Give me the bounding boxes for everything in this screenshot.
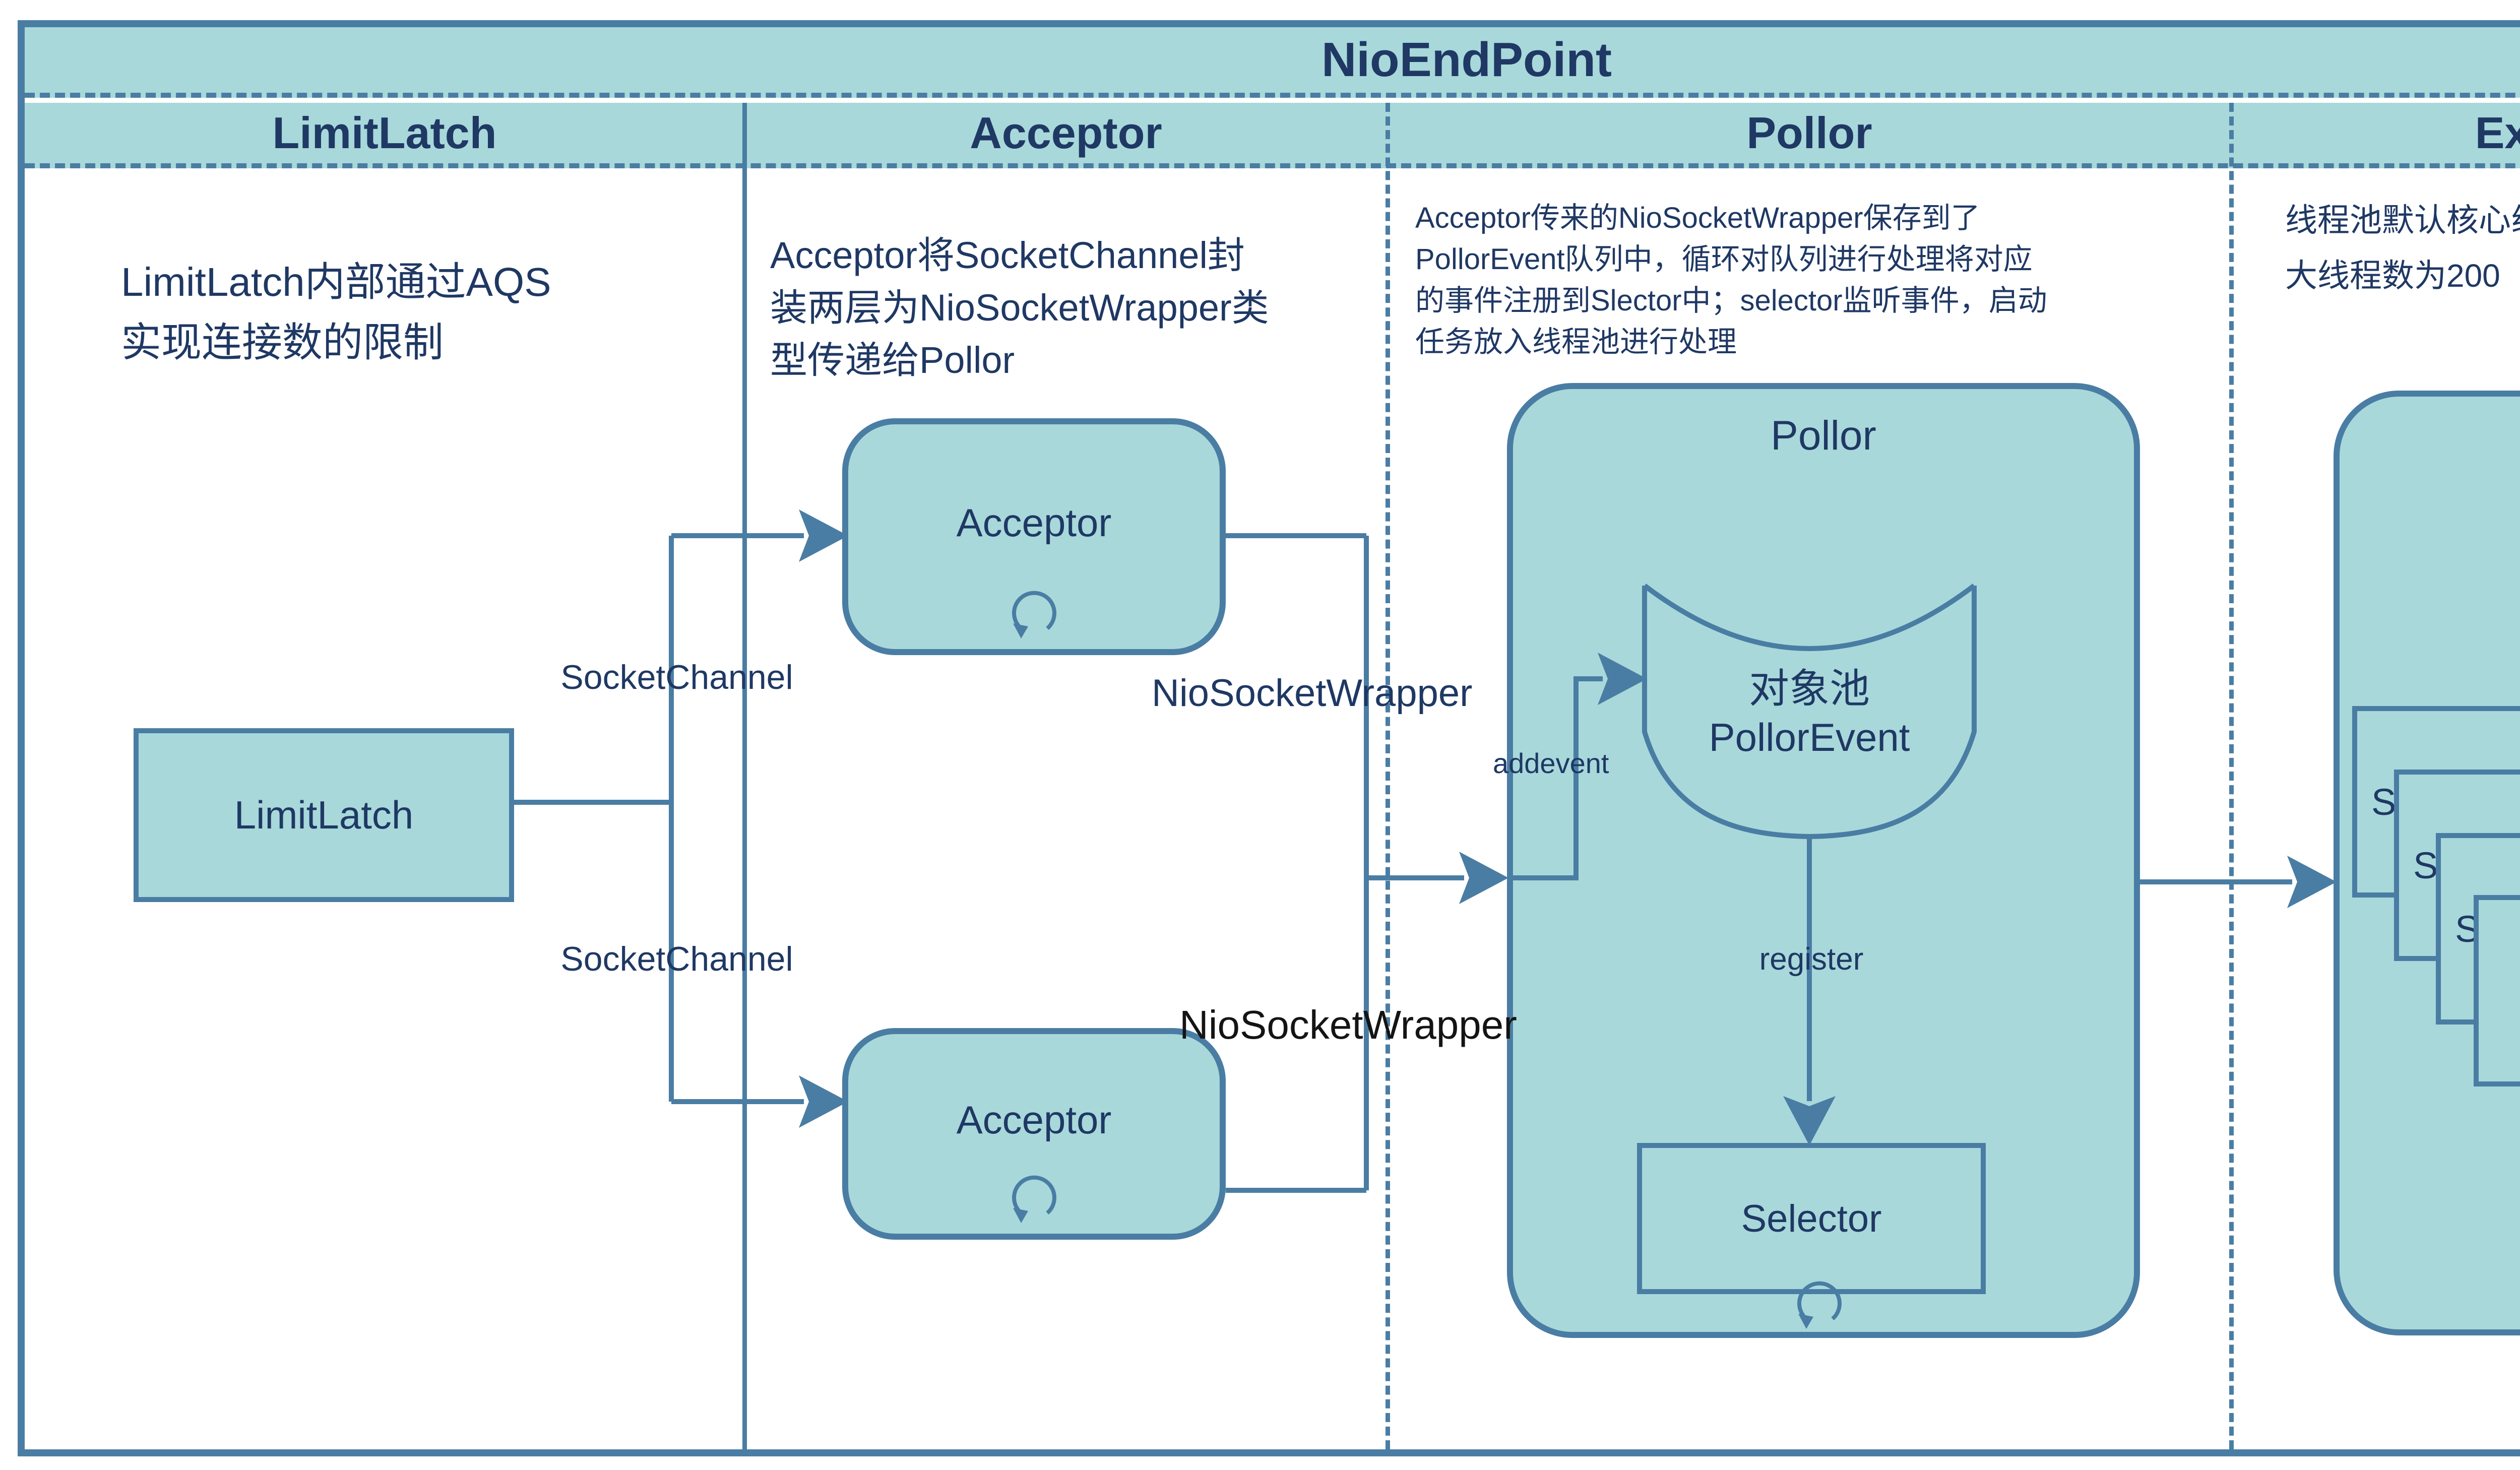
- node-selector-label: Selector: [1741, 1197, 1882, 1240]
- note-executor: 线程池默认核心线程数为10，最 大线程数为200: [2285, 202, 2520, 294]
- lane-header-pollor: Pollor: [1746, 108, 1872, 158]
- pollorevent-queue-shape: [1642, 586, 1977, 840]
- node-acceptor2-label: Acceptor: [956, 1097, 1112, 1142]
- node-acceptor1-label: Acceptor: [956, 500, 1112, 545]
- edge-label-socketchannel-top: SocketChannel: [560, 658, 793, 696]
- pollorevent-pool-type: PollorEvent: [1709, 715, 1910, 759]
- title-band: NioEndPoint: [25, 27, 2520, 98]
- edge-label-niosocketwrapper-bottom: NioSocketWrapper: [1179, 1002, 1517, 1047]
- edge-label-socketchannel-bottom: SocketChannel: [560, 940, 793, 978]
- edge-label-register: register: [1759, 942, 1864, 977]
- edge-label-niosocketwrapper-top: NioSocketWrapper: [1152, 672, 1473, 715]
- node-limitlatch-label: LimitLatch: [234, 793, 414, 837]
- diagram-frame: [18, 20, 2520, 1456]
- arrow-addevent: [1510, 653, 1647, 880]
- diagram-title: NioEndPoint: [1321, 33, 1612, 87]
- lane-separator-3: [2229, 103, 2234, 1449]
- loop-icon: [1012, 1175, 1056, 1223]
- note-acceptor: Acceptor将SocketChannel封 装两层为NioSocketWra…: [770, 234, 1269, 381]
- node-limitlatch: LimitLatch: [134, 728, 514, 902]
- loop-icon: [1012, 591, 1056, 638]
- executor-container-title: Executor: [2334, 420, 2520, 467]
- pollor-container-title: Pollor: [1771, 413, 1876, 459]
- node-socketprocess-4: SocketProcess: [2474, 895, 2520, 1086]
- node-selector: Selector: [1637, 1143, 1986, 1294]
- pollorevent-pool-name: 对象池: [1749, 666, 1870, 711]
- lane-header-limitlatch: LimitLatch: [272, 108, 497, 158]
- edge-label-addevent: addevent: [1493, 747, 1609, 779]
- pollorevent-queue-top-arc: [1643, 584, 1976, 651]
- lane-separator-2: [1385, 103, 1390, 1449]
- node-acceptor-1: Acceptor: [842, 418, 1226, 655]
- lane-header-executor: Executor: [2475, 108, 2520, 158]
- lane-header-band: LimitLatch Acceptor Pollor Executor: [25, 103, 2520, 168]
- lane-separator-1: [742, 103, 747, 1449]
- loop-icon: [1797, 1281, 1842, 1329]
- note-pollor: Acceptor传来的NioSocketWrapper保存到了 PollorEv…: [1415, 202, 2047, 358]
- note-limitlatch: LimitLatch内部通过AQS 实现连接数的限制: [121, 260, 551, 365]
- node-acceptor-2: Acceptor: [842, 1028, 1226, 1240]
- lane-header-acceptor: Acceptor: [970, 108, 1162, 158]
